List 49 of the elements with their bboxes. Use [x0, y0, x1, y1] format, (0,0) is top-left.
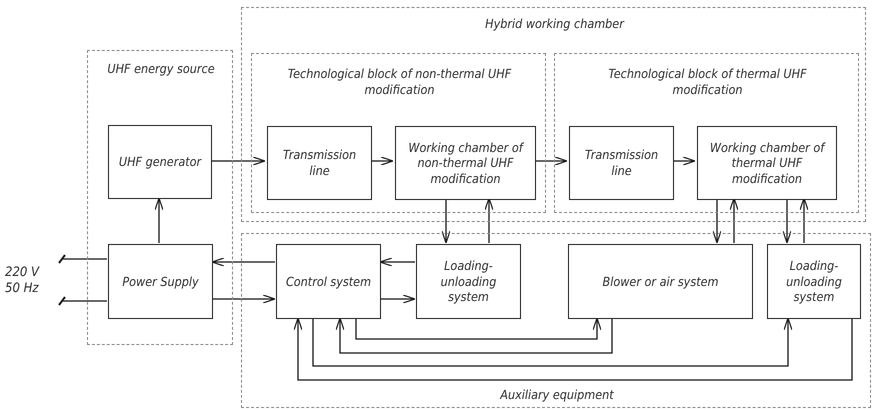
group-heading: Technological block of non-thermal UHF modification — [286, 66, 512, 98]
process-box — [697, 126, 837, 200]
group-heading: Hybrid working chamber — [484, 16, 626, 32]
box-label: Transmission line — [584, 147, 660, 179]
box-label: Working chamber of thermal UHF modification — [708, 140, 827, 186]
process-box — [568, 244, 753, 319]
arrow — [293, 317, 853, 381]
arrow — [782, 198, 792, 244]
process-box — [276, 244, 381, 319]
arrow — [380, 294, 416, 304]
voltage-label: 220 V 50 Hz — [5, 264, 40, 298]
dashed-group-frame — [251, 53, 546, 213]
dashed-group-frame — [554, 53, 859, 213]
arrow — [335, 317, 613, 354]
box-label: Power Supply — [121, 274, 200, 290]
supply-line — [58, 296, 107, 306]
box-label: Working chamber of non-thermal UHF modification — [407, 140, 526, 186]
group-heading: Auxiliary equipment — [498, 387, 615, 403]
process-box — [416, 244, 521, 319]
group-heading: UHF energy source — [106, 61, 216, 77]
arrow — [441, 198, 451, 244]
process-box — [569, 126, 674, 200]
process-box — [767, 244, 861, 319]
box-label: Loading-unloading system — [785, 258, 843, 305]
box-label: Blower or air system — [602, 274, 720, 290]
box-label: UHF generator — [118, 154, 203, 170]
arrow — [211, 156, 266, 166]
box-label: Transmission line — [282, 147, 358, 179]
arrow — [355, 317, 602, 340]
arrow — [672, 156, 696, 166]
arrow — [312, 317, 793, 367]
dashed-group-frame — [241, 233, 871, 408]
process-box — [108, 244, 213, 319]
arrow — [154, 197, 164, 243]
process-box — [108, 125, 212, 199]
box-label: Loading-unloading system — [440, 258, 498, 305]
dashed-group-frame — [241, 7, 866, 222]
arrow — [379, 257, 415, 267]
process-box — [395, 126, 536, 200]
arrow — [370, 156, 394, 166]
supply-line — [58, 254, 107, 264]
group-heading: Technological block of thermal UHF modification — [607, 66, 808, 98]
arrow — [534, 156, 568, 166]
box-label: Control system — [284, 274, 372, 290]
process-box — [267, 126, 372, 200]
arrow — [712, 198, 722, 244]
arrow — [212, 294, 276, 304]
arrow — [211, 257, 275, 267]
dashed-group-frame — [87, 50, 233, 345]
